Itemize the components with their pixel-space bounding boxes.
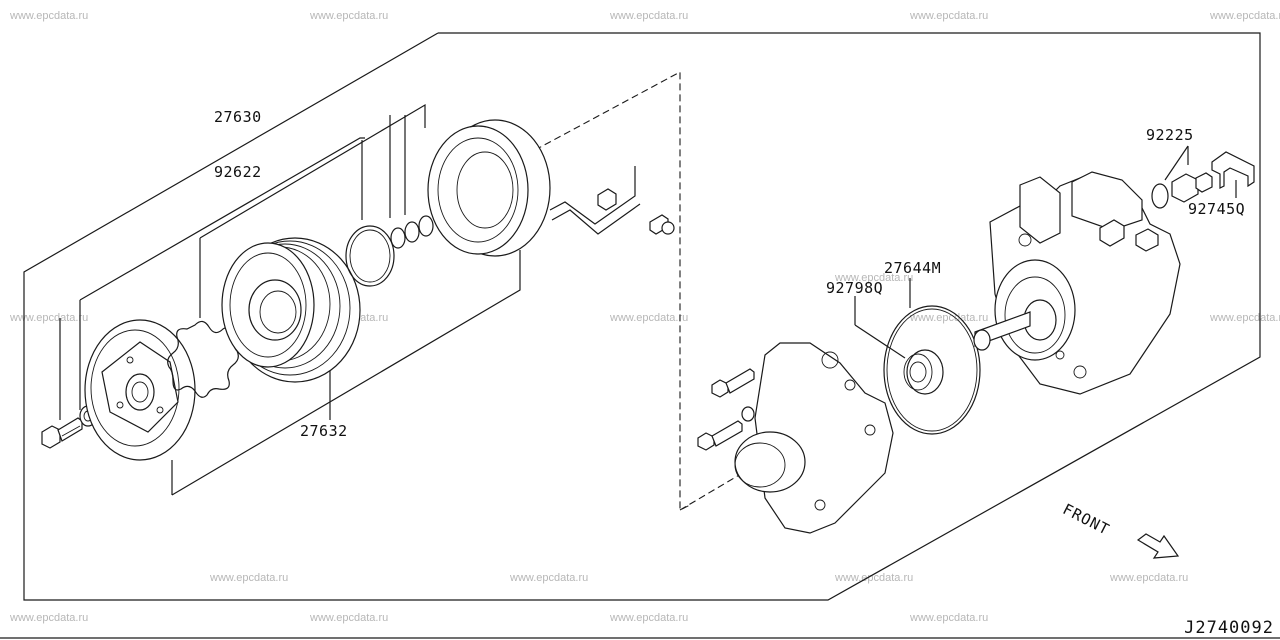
washer-icon [741, 406, 755, 422]
watermark: www.epcdata.ru [835, 572, 914, 584]
leader-92798Q [854, 324, 906, 359]
housing-bolt-icon [697, 420, 743, 451]
compressor-body-icon [973, 171, 1181, 395]
watermark: www.epcdata.ru [1210, 312, 1280, 324]
front-housing-icon [734, 342, 894, 534]
drawing-id: J2740092 [1184, 618, 1274, 638]
watermark: www.epcdata.ru [610, 10, 689, 22]
relief-valve-icon [1171, 172, 1213, 203]
watermark: www.epcdata.ru [835, 272, 914, 284]
dashed-outline [534, 71, 691, 511]
shaft-seal-icon [903, 349, 944, 395]
watermark: www.epcdata.ru [310, 612, 389, 624]
callout-27632: 27632 [300, 422, 348, 440]
watermark: www.epcdata.ru [610, 612, 689, 624]
ring-icon [404, 221, 420, 243]
bolt-icon [41, 417, 83, 449]
leader-92225 [1164, 145, 1189, 181]
front-arrow-icon [1136, 533, 1180, 559]
watermark: www.epcdata.ru [10, 312, 89, 324]
screw-icon [649, 214, 675, 235]
cover-clip-icon [1211, 151, 1255, 189]
callout-27630: 27630 [214, 108, 262, 126]
coil-wire-icon [549, 166, 641, 235]
callout-92745Q: 92745Q [1188, 200, 1246, 218]
ring-icon [418, 215, 434, 237]
watermark: www.epcdata.ru [10, 612, 89, 624]
watermark: www.epcdata.ru [210, 572, 289, 584]
callout-92225: 92225 [1146, 126, 1194, 144]
outer-frame [23, 32, 1261, 601]
watermark: www.epcdata.ru [10, 10, 89, 22]
watermark: www.epcdata.ru [1210, 10, 1280, 22]
snap-ring-icon [345, 225, 395, 287]
assembly-bracket-27630 [79, 137, 365, 301]
o-ring-icon [1151, 183, 1169, 209]
watermark: www.epcdata.ru [310, 10, 389, 22]
callout-92798Q: 92798Q [826, 279, 884, 297]
assembly-bracket-lower [171, 250, 521, 496]
watermark: www.epcdata.ru [910, 10, 989, 22]
assembly-bracket-top [199, 103, 426, 239]
watermark: www.epcdata.ru [1110, 572, 1189, 584]
watermark: www.epcdata.ru [510, 572, 589, 584]
clutch-plate-icon [84, 319, 196, 461]
ring-icon [390, 227, 406, 249]
watermark: www.epcdata.ru [910, 312, 989, 324]
o-ring-icon [883, 305, 981, 435]
watermark: www.epcdata.ru [910, 612, 989, 624]
connector-icon [597, 188, 617, 211]
watermark: www.epcdata.ru [610, 312, 689, 324]
callout-92622: 92622 [214, 163, 262, 181]
field-coil-icon [427, 119, 551, 257]
callout-27644M: 27644M [884, 259, 942, 277]
pulley-icon [221, 237, 361, 383]
housing-bolt-icon [711, 368, 755, 398]
